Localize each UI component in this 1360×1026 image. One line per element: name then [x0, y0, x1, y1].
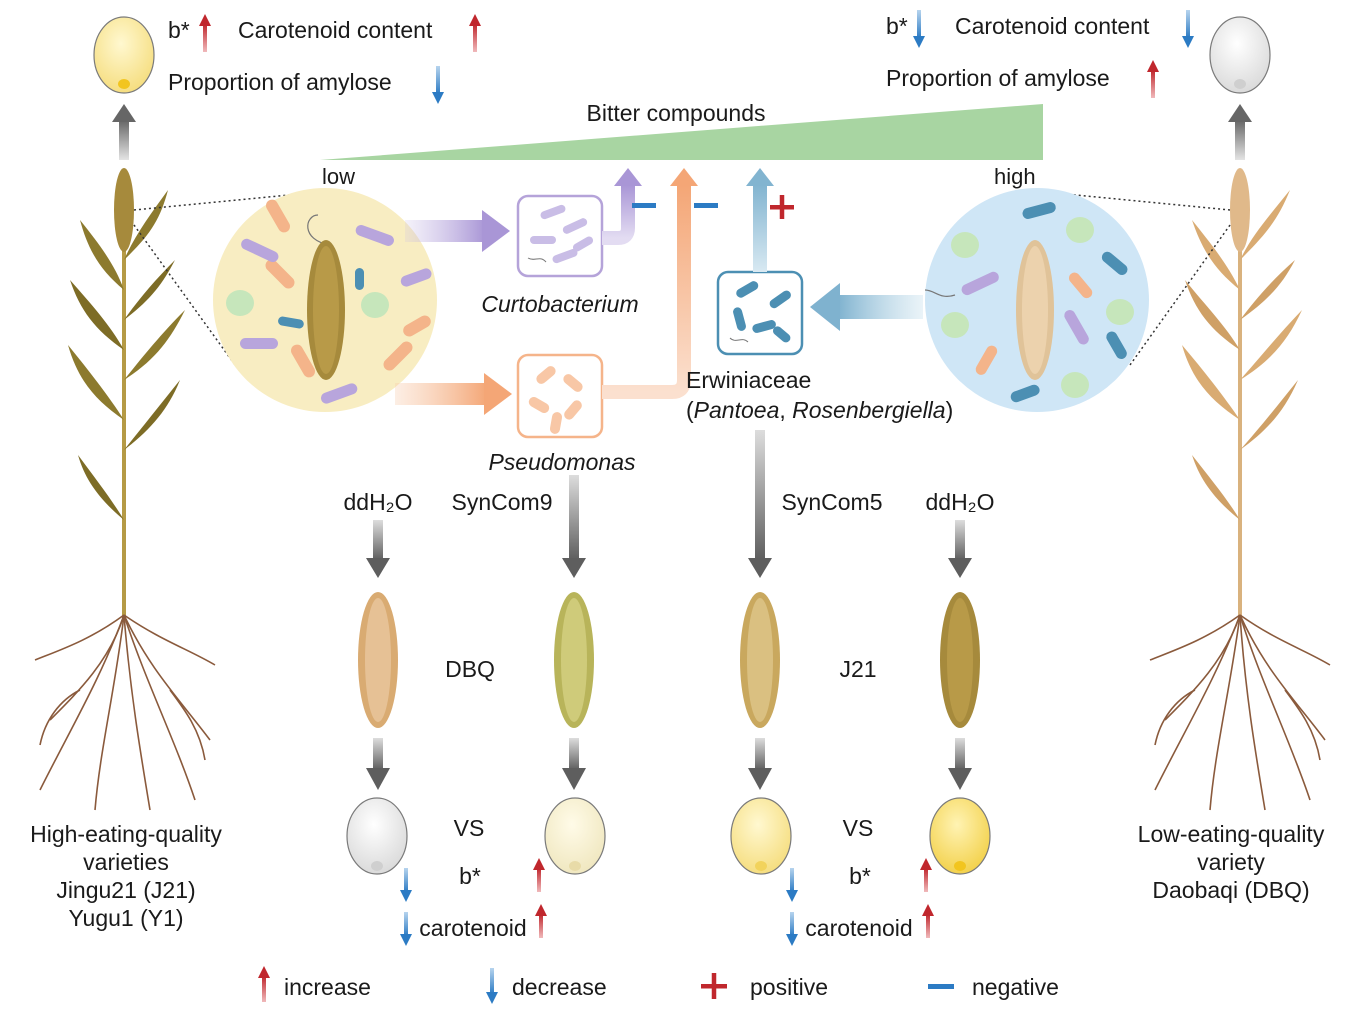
bitter-compounds-gradient [320, 104, 1043, 160]
carotenoid-left-label: carotenoid [419, 915, 526, 941]
right-label-line1: Low-eating-quality [1138, 821, 1325, 847]
right-label-line2: variety [1197, 849, 1265, 875]
decrease-icon [432, 66, 444, 104]
decrease-icon [786, 868, 798, 902]
legend-increase: increase [284, 974, 371, 1000]
minus-icon [928, 984, 954, 989]
curtobacterium-box [516, 194, 604, 278]
positive-sign [770, 195, 794, 219]
decrease-icon [786, 912, 798, 946]
top-right-carotenoid-label: Carotenoid content [955, 13, 1150, 39]
panicle-j21-syncom5 [740, 592, 780, 728]
left-label-line2: varieties [83, 849, 169, 875]
gradient-high-label: high [994, 164, 1036, 189]
left-variety-label: High-eating-quality varieties Jingu21 (J… [30, 821, 222, 931]
j21-variety-label: J21 [839, 656, 876, 682]
gradient-low-label: low [322, 164, 355, 189]
syncom9-label: SynCom9 [452, 489, 553, 515]
left-label-line1: High-eating-quality [30, 821, 222, 847]
legend-positive: positive [750, 974, 828, 1000]
low-bitter-microbiome-circle [213, 188, 437, 412]
left-up-arrow [112, 104, 136, 160]
top-right-amylose-label: Proportion of amylose [886, 65, 1110, 91]
grey-down-arrows-bottom [366, 738, 972, 790]
legend-decrease: decrease [512, 974, 607, 1000]
carotenoid-right-label: carotenoid [805, 915, 912, 941]
increase-icon [199, 14, 211, 52]
decrease-icon [1182, 10, 1194, 48]
dbq-variety-label: DBQ [445, 656, 495, 682]
pseudomonas-box [516, 353, 604, 439]
grey-down-arrows-top [366, 430, 972, 578]
plus-icon [701, 973, 727, 999]
top-right-seed [1209, 16, 1271, 94]
high-bitter-microbiome-circle [924, 188, 1149, 412]
decrease-icon [913, 10, 925, 48]
seed-j21-syncom5 [730, 797, 792, 875]
bstar-left-label: b* [459, 863, 481, 889]
increase-icon [469, 14, 481, 52]
seed-j21-ddh2o [929, 797, 991, 875]
increase-icon [922, 904, 934, 938]
erwiniaceae-flow-arrow [810, 283, 923, 331]
ddh2o-left-label: ddH₂O [343, 489, 412, 515]
bitter-compounds-title: Bitter compounds [587, 100, 766, 126]
panicle-dbq-ddh2o [358, 592, 398, 728]
erwiniaceae-genera: (Pantoea, Rosenbergiella) [686, 397, 953, 423]
seed-dbq-ddh2o [346, 797, 408, 875]
bstar-right-label: b* [849, 863, 871, 889]
erwiniaceae-up-arrow [746, 168, 774, 272]
syncom5-label: SynCom5 [782, 489, 883, 515]
top-left-seed [93, 16, 155, 94]
right-label-line3: Daobaqi (DBQ) [1152, 877, 1309, 903]
erwiniaceae-box [716, 270, 804, 356]
increase-icon [1147, 60, 1159, 98]
vs-left-label: VS [454, 815, 485, 841]
curtobacterium-up-arrow [602, 168, 642, 245]
left-label-line4: Yugu1 (Y1) [68, 905, 183, 931]
vs-right-label: VS [843, 815, 874, 841]
curtobacterium-flow-arrow [405, 210, 510, 252]
right-variety-label: Low-eating-quality variety Daobaqi (DBQ) [1138, 821, 1325, 903]
panicle-j21-ddh2o [940, 592, 980, 728]
negative-sign [694, 203, 718, 208]
legend-negative: negative [972, 974, 1059, 1000]
left-plant-illustration [34, 168, 216, 811]
seed-dbq-syncom9 [544, 797, 606, 875]
ddh2o-right-label: ddH₂O [925, 489, 994, 515]
decrease-icon [486, 968, 498, 1004]
right-plant-illustration [1149, 168, 1331, 811]
decrease-icon [400, 912, 412, 946]
legend: increase decrease positive negative [258, 966, 1059, 1004]
pseudomonas-label: Pseudomonas [488, 449, 636, 475]
negative-sign [632, 203, 656, 208]
pseudomonas-up-arrow [602, 168, 698, 399]
top-right-bstar: b* [886, 13, 908, 39]
increase-icon [533, 858, 545, 892]
top-left-amylose-label: Proportion of amylose [168, 69, 392, 95]
increase-icon [258, 966, 270, 1002]
right-up-arrow [1228, 104, 1252, 160]
curtobacterium-label: Curtobacterium [481, 291, 638, 317]
increase-icon [535, 904, 547, 938]
left-label-line3: Jingu21 (J21) [56, 877, 195, 903]
increase-icon [920, 858, 932, 892]
pseudomonas-flow-arrow [395, 373, 512, 415]
erwiniaceae-label: Erwiniaceae [686, 367, 811, 393]
panicle-dbq-syncom9 [554, 592, 594, 728]
decrease-icon [400, 868, 412, 902]
top-left-carotenoid-label: Carotenoid content [238, 17, 433, 43]
top-left-bstar: b* [168, 17, 190, 43]
